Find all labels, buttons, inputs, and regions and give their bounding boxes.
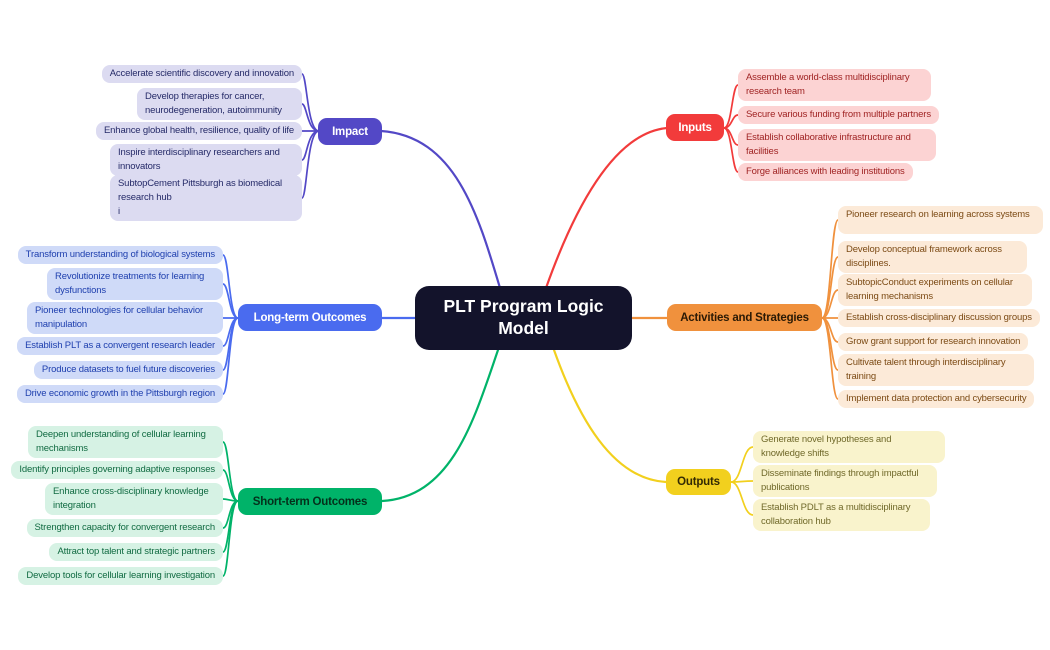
leaf-node[interactable]: Disseminate findings through impactful p… (753, 465, 937, 497)
link-activities-leaf-6 (821, 317, 839, 400)
leaf-node[interactable]: Assemble a world-class multidisciplinary… (738, 69, 931, 101)
link-outputs-leaf-2 (730, 481, 754, 516)
branch-node-activities[interactable]: Activities and Strategies (667, 304, 822, 331)
link-impact-leaf-0 (301, 73, 320, 132)
link-root-impact (379, 129, 502, 290)
leaf-node[interactable]: SubtopCement Pittsburgh as biomedical re… (110, 175, 302, 221)
leaf-node[interactable]: Grow grant support for research innovati… (838, 333, 1029, 351)
link-activities-leaf-0 (821, 219, 839, 319)
leaf-node[interactable]: Produce datasets to fuel future discover… (33, 361, 223, 379)
branch-node-shortterm[interactable]: Short-term Outcomes (238, 488, 382, 515)
leaf-node[interactable]: Generate novel hypotheses and knowledge … (753, 431, 945, 463)
leaf-node[interactable]: Attract top talent and strategic partner… (49, 543, 223, 561)
link-longterm-leaf-1 (222, 283, 239, 319)
link-root-outputs (552, 348, 668, 484)
leaf-node[interactable]: Accelerate scientific discovery and inno… (101, 65, 302, 83)
leaf-node[interactable]: Establish collaborative infrastructure a… (738, 129, 936, 161)
leaf-node[interactable]: Establish PLT as a convergent research l… (17, 337, 223, 355)
leaf-node[interactable]: Revolutionize treatments for learning dy… (47, 268, 223, 300)
branch-node-inputs[interactable]: Inputs (666, 114, 724, 141)
branch-node-longterm[interactable]: Long-term Outcomes (238, 304, 382, 331)
link-shortterm-leaf-5 (222, 500, 239, 577)
leaf-node[interactable]: Strengthen capacity for convergent resea… (26, 519, 223, 537)
leaf-node[interactable]: Develop tools for cellular learning inve… (18, 567, 223, 585)
leaf-node[interactable]: Secure various funding from multiple par… (738, 106, 939, 124)
leaf-node[interactable]: Transform understanding of biological sy… (17, 246, 223, 264)
leaf-node[interactable]: Pioneer research on learning across syst… (838, 206, 1043, 234)
leaf-node[interactable]: Develop conceptual framework across disc… (838, 241, 1027, 273)
leaf-node[interactable]: Enhance cross-disciplinary knowledge int… (45, 483, 223, 515)
leaf-node[interactable]: Enhance global health, resilience, quali… (95, 122, 302, 140)
leaf-node[interactable]: Implement data protection and cybersecur… (838, 390, 1035, 408)
branch-node-outputs[interactable]: Outputs (666, 469, 731, 495)
link-impact-leaf-4 (301, 130, 320, 199)
link-longterm-leaf-5 (222, 317, 239, 395)
root-node[interactable]: PLT Program Logic Model (415, 286, 632, 350)
link-outputs-leaf-0 (730, 446, 754, 483)
leaf-node[interactable]: Establish cross-disciplinary discussion … (838, 309, 1040, 327)
link-outputs-leaf-1 (730, 480, 754, 483)
leaf-node[interactable]: Drive economic growth in the Pittsburgh … (16, 385, 223, 403)
leaf-node[interactable]: Forge alliances with leading institution… (738, 163, 913, 181)
link-root-inputs (544, 126, 669, 290)
branch-node-impact[interactable]: Impact (318, 118, 382, 145)
leaf-node[interactable]: Inspire interdisciplinary researchers an… (110, 144, 302, 176)
link-inputs-leaf-3 (723, 127, 739, 173)
leaf-node[interactable]: Establish PDLT as a multidisciplinary co… (753, 499, 930, 531)
leaf-node[interactable]: Identify principles governing adaptive r… (11, 461, 223, 479)
link-root-shortterm (380, 348, 500, 503)
leaf-node[interactable]: Cultivate talent through interdisciplina… (838, 354, 1034, 386)
link-activities-leaf-1 (821, 256, 839, 319)
leaf-node[interactable]: Pioneer technologies for cellular behavi… (27, 302, 223, 334)
leaf-node[interactable]: SubtopicConduct experiments on cellular … (838, 274, 1032, 306)
leaf-node[interactable]: Deepen understanding of cellular learnin… (28, 426, 223, 458)
leaf-node[interactable]: Develop therapies for cancer, neurodegen… (137, 88, 302, 120)
link-inputs-leaf-0 (723, 84, 739, 129)
